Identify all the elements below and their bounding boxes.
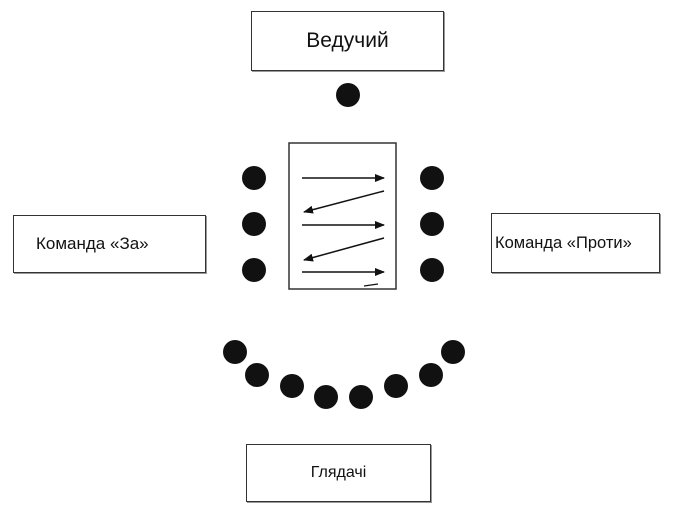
exchange-arrow (303, 190, 385, 214)
exchange-arrow-tail (363, 283, 379, 287)
team-for-seat-dot (242, 212, 266, 236)
debate-table (288, 142, 397, 290)
team-for-seat-dot (242, 166, 266, 190)
team-against-seat-dot (420, 166, 444, 190)
host-label: Ведучий (306, 29, 389, 52)
team-against-box: Команда «Проти» (491, 213, 660, 273)
spectator-seat-dot (349, 385, 373, 409)
team-for-seat-dot (242, 258, 266, 282)
host-box: Ведучий (251, 11, 444, 71)
team-for-box: Команда «За» (13, 215, 206, 273)
spectator-seat-dot (245, 363, 269, 387)
team-against-label: Команда «Проти» (495, 233, 632, 252)
team-for-label: Команда «За» (36, 234, 149, 253)
spectator-seat-dot (384, 374, 408, 398)
team-against-seat-dot (420, 258, 444, 282)
spectators-box: Глядачі (246, 444, 431, 502)
spectator-seat-dot (223, 340, 247, 364)
exchange-arrow (303, 237, 385, 262)
spectator-seat-dot (419, 363, 443, 387)
host-seat-dot (336, 83, 360, 107)
spectators-label: Глядачі (310, 464, 367, 481)
spectator-seat-dot (280, 374, 304, 398)
spectator-seat-dot (441, 340, 465, 364)
spectator-seat-dot (314, 385, 338, 409)
team-against-seat-dot (420, 212, 444, 236)
